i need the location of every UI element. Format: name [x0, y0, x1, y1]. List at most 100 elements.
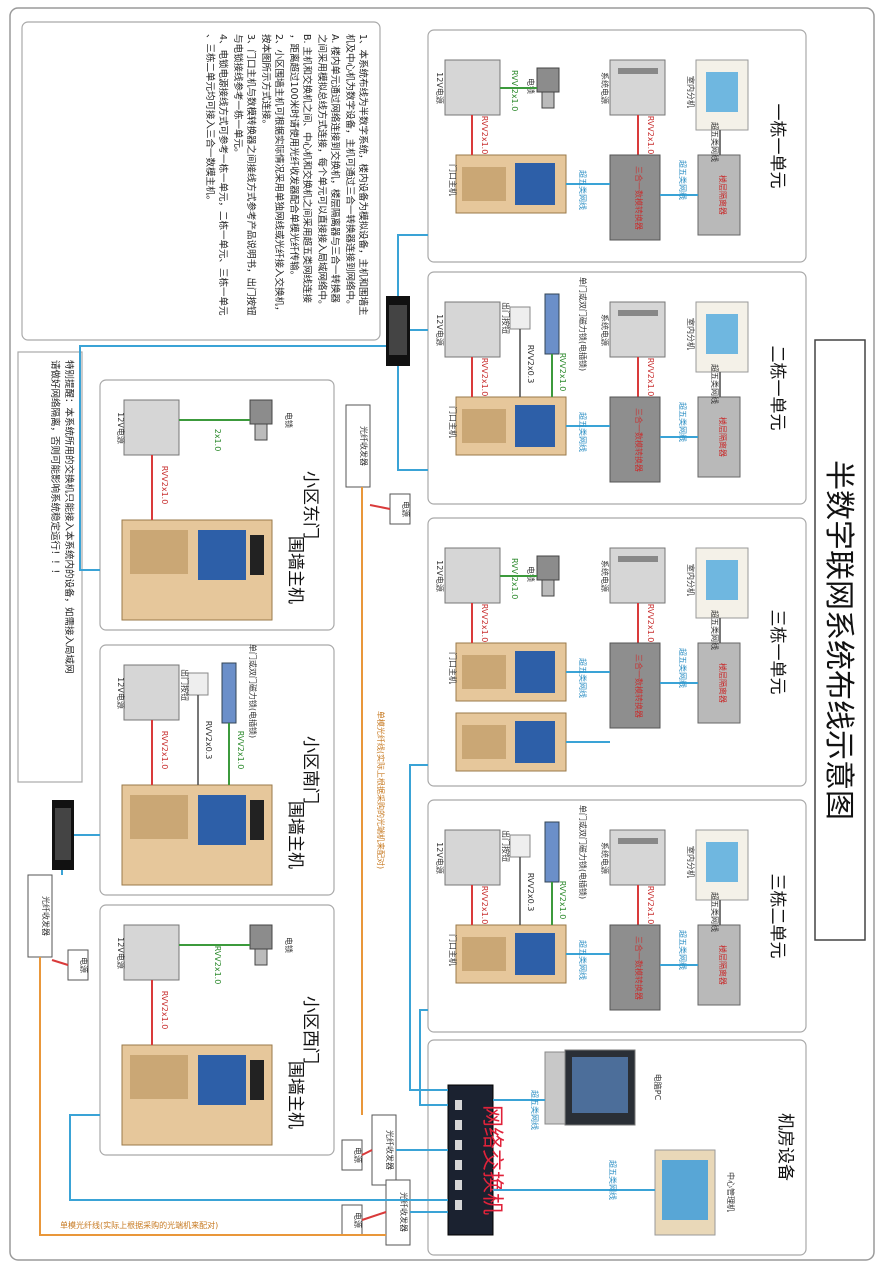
system-power	[609, 829, 666, 886]
exit-button	[509, 306, 531, 330]
unit-panel: 三栋一单元室内分机楼层隔离器超五类网线系统电源RVV2x1.0三合一数模转换器超…	[427, 517, 807, 787]
electric-lock	[536, 67, 560, 109]
indoor-label: 室内分机	[686, 76, 696, 108]
power-12v	[444, 59, 501, 116]
converter	[609, 642, 661, 729]
note-line: 、三栋二单元均可接入三合一数模主机。	[204, 34, 216, 205]
gate-door-host	[121, 784, 273, 886]
gate-lock-power-label: 2x1.0	[213, 429, 222, 452]
power-12v	[444, 547, 501, 604]
gate-host-label: 围墙主机	[285, 801, 305, 869]
indoor-unit	[695, 547, 749, 619]
power-12v-label: 12V电源	[116, 677, 126, 709]
floor-isolator	[697, 396, 741, 478]
switch-label: 网络交换机	[479, 1105, 504, 1215]
fiber-transceiver-room-2: 光纤收发器	[385, 1179, 411, 1246]
system-power-label: 系统电源	[600, 842, 610, 874]
rvv-label: RVV2x1.0	[558, 353, 567, 392]
notes-panel	[21, 21, 381, 341]
note-line: 3、门口主机与数模转换器之间接线方式参考产品说明书，出门按钮	[245, 34, 257, 316]
cat5-label: 超五类网线	[710, 610, 720, 650]
converter-label: 三合一数模转换器	[634, 166, 644, 230]
power-12v-label: 12V电源	[435, 314, 445, 346]
power-12v	[444, 301, 501, 358]
rvv-label: RVV	[510, 70, 519, 87]
lock-label: 电锁	[284, 937, 294, 953]
gate-power	[123, 924, 180, 981]
converter	[609, 396, 661, 483]
door-host	[455, 154, 567, 214]
center-manager-label: 中心管理机	[726, 1172, 736, 1212]
rvv-label: RVV2x1.0	[480, 604, 489, 643]
floor-isolator-label: 楼层隔离器	[718, 945, 728, 985]
power-12v	[444, 829, 501, 886]
gate-power	[123, 399, 180, 456]
gate-title: 小区南门	[300, 736, 320, 804]
exit-button	[509, 834, 531, 858]
svg-text:光纤收发器: 光纤收发器	[359, 426, 369, 466]
gate-power	[123, 664, 180, 721]
svg-text:光纤收发器: 光纤收发器	[41, 896, 51, 936]
door-host	[455, 396, 567, 456]
unit-title: 三栋二单元	[767, 874, 787, 959]
power-12v-label: 12V电源	[116, 937, 126, 969]
svg-text:超五类网线: 超五类网线	[530, 1090, 540, 1130]
svg-text:光纤收发器: 光纤收发器	[385, 1130, 395, 1170]
note-line: 按本图所示方式连接。	[260, 34, 272, 129]
svg-text:电源: 电源	[353, 1212, 363, 1228]
door-host-label: 门口主机	[448, 652, 458, 684]
note-line: 之间采用模拟总线方式连接，每个单元可以直接接入局域网络中。	[316, 34, 328, 310]
converter-label: 三合一数模转换器	[634, 408, 644, 472]
unit-panel: 二栋一单元室内分机楼层隔离器超五类网线系统电源RVV2x1.0三合一数模转换器超…	[427, 271, 807, 505]
exit-button	[187, 672, 209, 696]
unit-cable-label: RVV2x1.0	[646, 116, 655, 155]
system-power	[609, 59, 666, 116]
cat5-label: 超五类网线	[678, 648, 688, 688]
floor-isolator-label: 楼层隔离器	[718, 175, 728, 215]
rvv-label: RVV2x1.0	[236, 731, 245, 770]
cat5-label: 超五类网线	[678, 402, 688, 442]
cat5-label: 超五类网线	[710, 892, 720, 932]
switch-ports	[455, 1100, 462, 1210]
gate-door-host	[121, 519, 273, 621]
magnetic-lock	[544, 293, 560, 355]
system-power	[609, 547, 666, 604]
page-title: 半数字联网系统布线示意图	[821, 460, 856, 820]
side-note-panel	[17, 351, 83, 783]
system-power-label: 系统电源	[600, 314, 610, 346]
cat5-label: 超五类网线	[578, 412, 588, 452]
rvv-label: RVV	[510, 558, 519, 575]
lock-label: 电锁	[526, 78, 536, 94]
cat5-label: 超五类网线	[578, 170, 588, 210]
gate-host-label: 围墙主机	[285, 1061, 305, 1129]
power-12v-label: 12V电源	[435, 560, 445, 592]
power-box: 电源	[67, 949, 89, 981]
magnetic-lock	[221, 662, 237, 724]
cat5-label: 超五类网线	[578, 658, 588, 698]
system-power-label: 系统电源	[600, 560, 610, 592]
magnetic-lock-label: 单门或双门磁力锁(电插锁)	[248, 644, 258, 738]
fiber-label-bottom: 单模光纤线(实际上根据采购的光端机来配对)	[60, 1220, 218, 1230]
gate-door-host	[121, 1044, 273, 1146]
note-line: 4、电锁电源接线方式可参考一栋一单元，二栋一单元、三栋一单元	[217, 34, 229, 316]
svg-text:电源: 电源	[79, 957, 89, 973]
magnetic-lock	[544, 821, 560, 883]
note-line: 与电锁接线参考一栋一单元。	[232, 34, 244, 158]
electric-lock	[536, 555, 560, 597]
magnetic-lock-label: 单门或双门磁力锁(电插锁)	[578, 805, 588, 899]
power-12v-label: 12V电源	[435, 72, 445, 104]
indoor-label: 室内分机	[686, 318, 696, 350]
svg-text:超五类网线: 超五类网线	[608, 1160, 618, 1200]
note-line: ，距离超过100米时请使用光纤收发器配合单模光纤传输。	[288, 34, 300, 280]
gate-lock-power-label: RVV2x1.0	[213, 946, 222, 985]
power-box: 电源	[389, 493, 411, 525]
rvv-label: RVV2x1.0	[558, 881, 567, 920]
power-12v-label: 12V电源	[435, 842, 445, 874]
pc-label: 电脑PC	[653, 1074, 663, 1101]
door-host	[455, 642, 567, 702]
door-host-label: 门口主机	[448, 934, 458, 966]
unit-panel: 三栋二单元室内分机楼层隔离器超五类网线系统电源RVV2x1.0三合一数模转换器超…	[427, 799, 807, 1033]
lock-label: 电锁	[526, 566, 536, 582]
gate-title: 小区东门	[300, 471, 320, 539]
lock-label: 电锁	[284, 412, 294, 428]
